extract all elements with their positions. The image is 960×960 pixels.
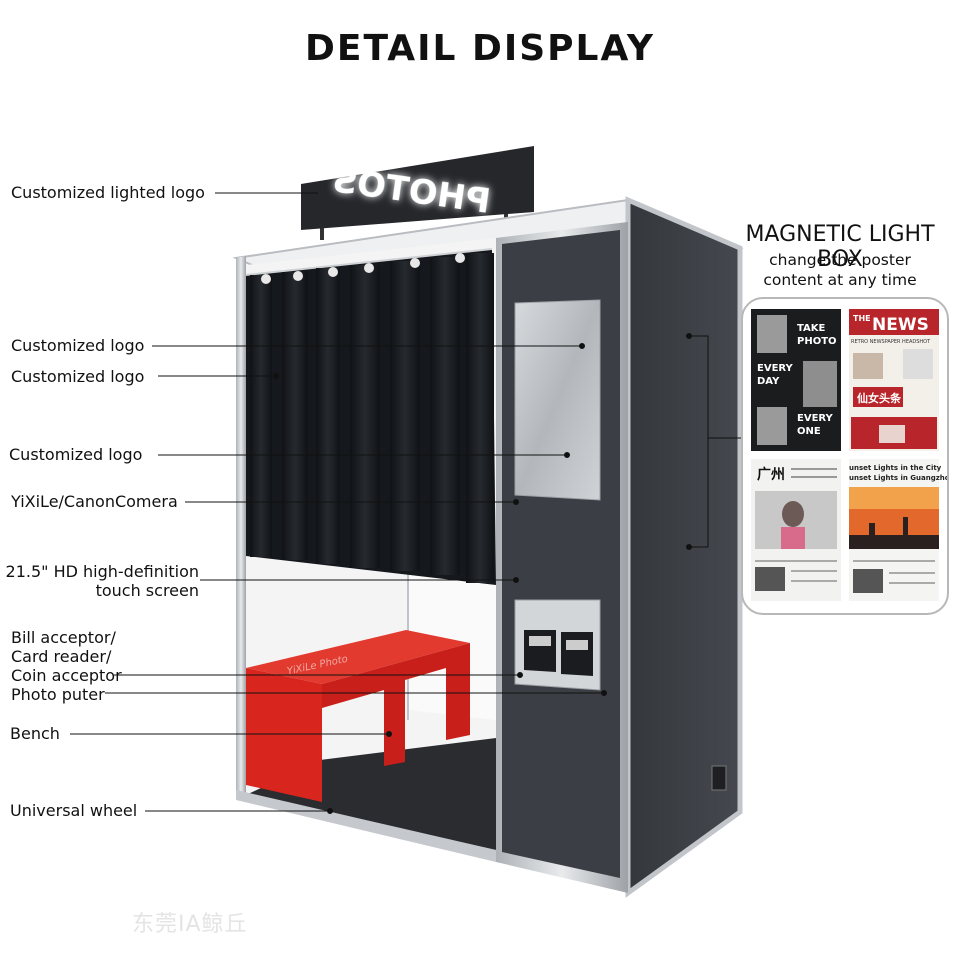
poster-text: 仙女头条 — [857, 391, 902, 405]
callout-logo-2: Customized logo — [11, 367, 145, 386]
callout-logo-3: Customized logo — [9, 445, 143, 464]
page-title: DETAIL DISPLAY — [305, 28, 655, 69]
poster-text: ONE — [797, 426, 821, 437]
poster-text: unset Lights in Guangzhou — [849, 474, 947, 482]
callout-logo-1: Customized logo — [11, 336, 145, 355]
poster-grid: TAKE PHOTO EVERY DAY EVERY ONE THE NEWS … — [751, 309, 955, 601]
poster-text: unset Lights in the City — [849, 464, 942, 472]
watermark: 东莞IA鲸丘 — [132, 912, 248, 937]
poster-text: EVERY — [797, 413, 834, 424]
callout-lighted-logo: Customized lighted logo — [11, 183, 205, 202]
poster-guangzhou-portrait: 广州 — [751, 459, 841, 601]
callout-bench: Bench — [10, 724, 60, 743]
callout-payment: Bill acceptor/ Card reader/ Coin accepto… — [11, 628, 122, 685]
poster-text: RETRO NEWSPAPER HEADSHOT — [851, 339, 931, 345]
poster-text: 广州 — [757, 466, 785, 483]
poster-text: NEWS — [872, 315, 929, 335]
callout-printer: Photo puter — [11, 685, 105, 704]
payment-module — [514, 599, 601, 691]
callout-touch-screen: 21.5" HD high-definition touch screen — [5, 562, 199, 600]
logo-plate — [514, 299, 601, 501]
poster-news: THE NEWS RETRO NEWSPAPER HEADSHOT 仙女头条 — [849, 309, 939, 451]
bench: YiXiLe Photo — [246, 630, 470, 802]
poster-text: THE — [853, 314, 871, 323]
callout-camera: YiXiLe/CanonComera — [11, 492, 178, 511]
lighted-logo-sign: PHOTOS — [301, 146, 534, 240]
magnetic-light-box-subtitle: change the poster content at any time — [763, 251, 917, 289]
poster-sunset: unset Lights in the City unset Lights in… — [849, 459, 955, 601]
callout-lines — [70, 192, 742, 814]
poster-take-photo: TAKE PHOTO EVERY DAY EVERY ONE — [751, 309, 841, 451]
poster-text: DAY — [757, 376, 780, 387]
poster-text: EVERY — [757, 363, 794, 374]
curtain — [246, 250, 496, 585]
callout-wheel: Universal wheel — [10, 801, 138, 820]
poster-panel: TAKE PHOTO EVERY DAY EVERY ONE THE NEWS … — [741, 297, 955, 615]
poster-text: PHOTO — [797, 336, 837, 347]
poster-text: TAKE — [797, 323, 826, 334]
magnetic-light-box-title: MAGNETIC LIGHT BOX — [745, 222, 935, 272]
